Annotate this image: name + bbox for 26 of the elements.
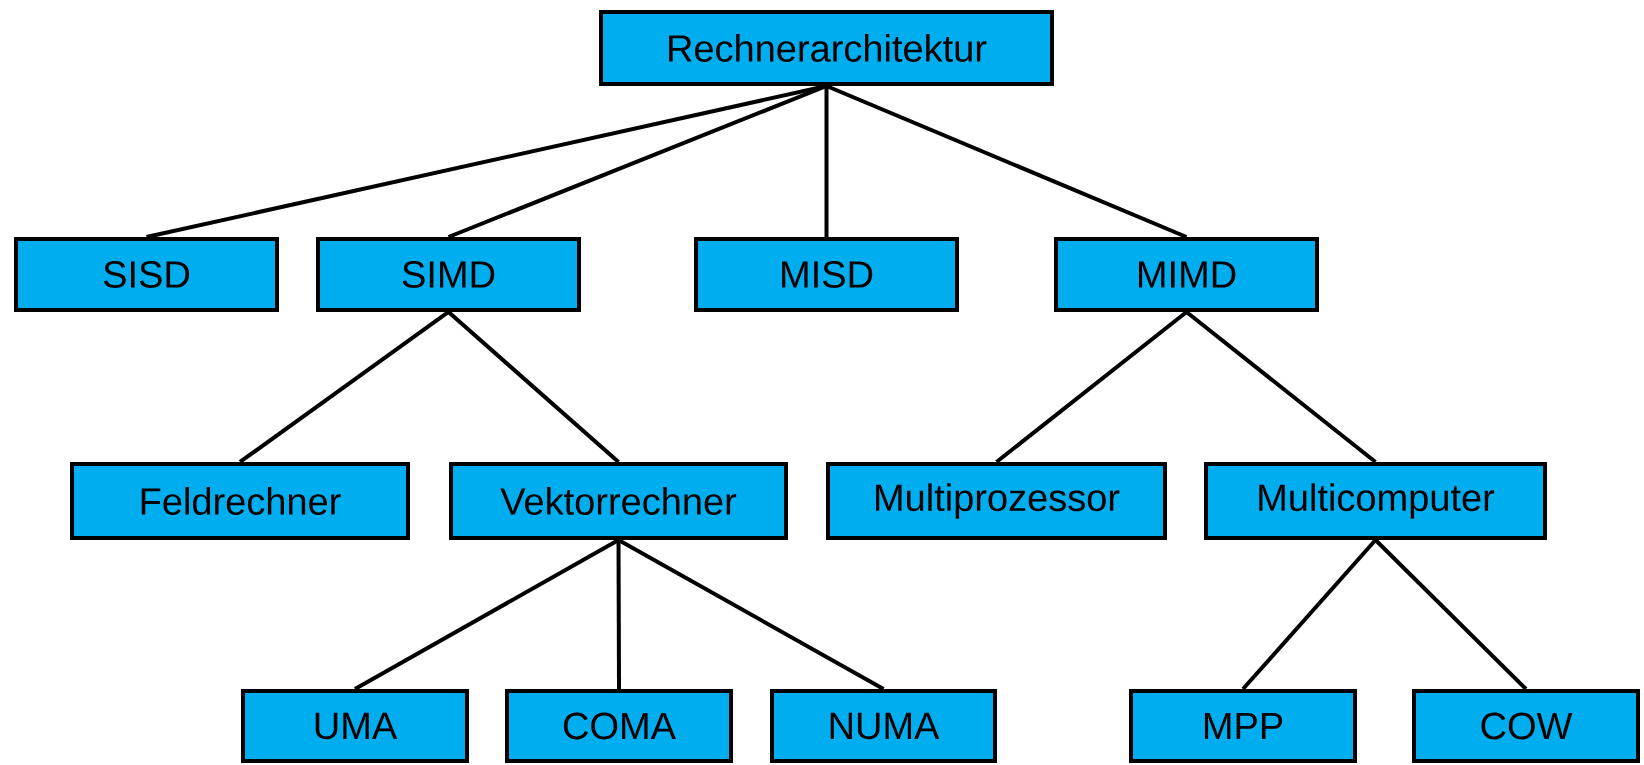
category-box: MPP xyxy=(1129,689,1357,763)
connector-line xyxy=(1241,538,1377,691)
category-box: SISD xyxy=(14,237,279,312)
category-box: MIMD xyxy=(1054,237,1319,312)
category-box: MISD xyxy=(694,237,959,312)
connector-line xyxy=(1374,538,1528,691)
connector-line xyxy=(995,310,1188,464)
connector-line xyxy=(447,310,620,464)
connector-line xyxy=(824,86,829,237)
connector-line xyxy=(146,84,827,239)
connector-line xyxy=(616,540,621,689)
category-box: Rechnerarchitektur xyxy=(599,10,1054,86)
category-box: COMA xyxy=(505,689,733,763)
category-box: UMA xyxy=(241,689,469,763)
connector-line xyxy=(617,538,885,691)
connector-line xyxy=(238,310,450,464)
connector-line xyxy=(1185,310,1377,464)
category-box: NUMA xyxy=(770,689,997,763)
connector-line xyxy=(354,538,620,691)
category-box: Feldrechner xyxy=(70,462,410,540)
category-box: Vektorrechner xyxy=(449,462,788,540)
category-box: Multiprozessor xyxy=(826,462,1167,540)
category-box: COW xyxy=(1412,689,1640,763)
category-box: SIMD xyxy=(316,237,581,312)
category-box: Multicomputer xyxy=(1204,462,1547,540)
connector-line xyxy=(825,84,1188,239)
